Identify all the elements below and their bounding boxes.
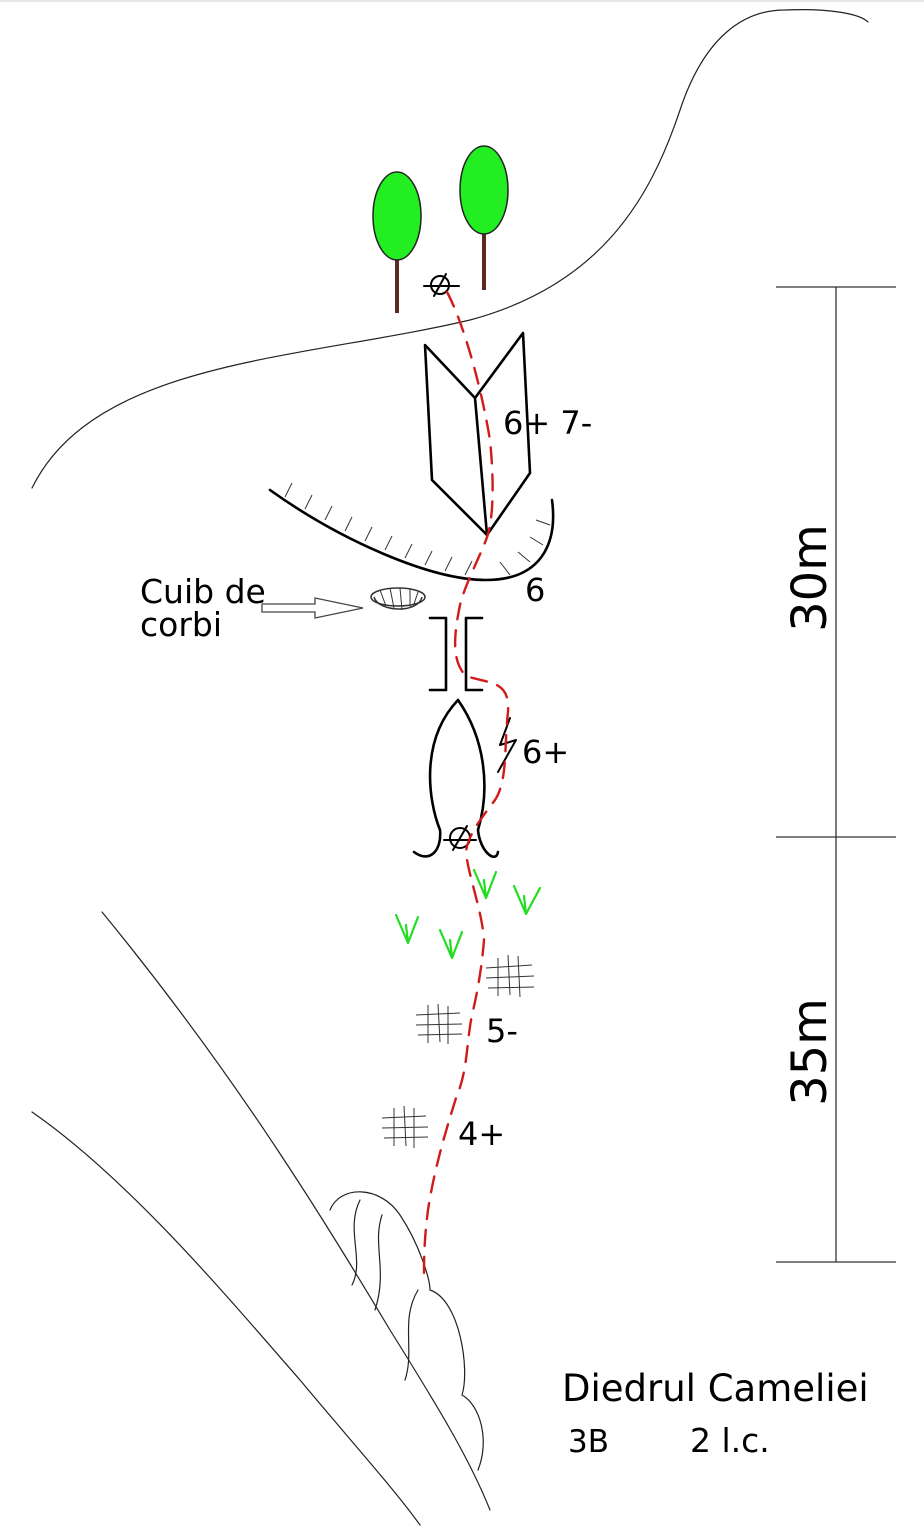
nest-label-line1: Cuib de xyxy=(140,572,266,611)
belay-anchor-icon xyxy=(423,273,460,297)
climbing-route xyxy=(422,290,510,1282)
broken-rock-icon xyxy=(415,1003,463,1044)
grade-label-slab-upper: 5- xyxy=(486,1012,518,1050)
piton-icon xyxy=(497,717,517,773)
roof-overhang xyxy=(268,482,555,582)
route-grade: 3B xyxy=(568,1424,609,1460)
scale-bar xyxy=(776,286,896,1263)
broken-rock-icon xyxy=(381,1105,429,1148)
grade-label-crack: 6+ xyxy=(522,733,569,771)
grade-label-overhang: 6 xyxy=(525,571,545,609)
nest-label-line2: corbi xyxy=(140,605,222,644)
grass-icon xyxy=(512,884,542,916)
route-title: Diedrul Cameliei xyxy=(562,1367,869,1410)
tree-icon xyxy=(459,145,509,290)
boulder xyxy=(329,1191,484,1471)
grass-icon xyxy=(438,928,464,960)
flake-outline xyxy=(412,698,500,859)
lower-ridge-inner xyxy=(31,1111,421,1526)
broken-rock-icon xyxy=(485,954,535,998)
grass-icon xyxy=(394,913,420,945)
nest-pointer-arrow xyxy=(261,597,364,619)
lower-ridge-outer xyxy=(101,911,491,1511)
grass-icon xyxy=(472,868,498,900)
chimney-bracket xyxy=(428,616,484,692)
bird-nest-icon xyxy=(370,587,426,611)
grade-label-dihedral: 6+ 7- xyxy=(503,404,592,442)
summit-ridge-line xyxy=(31,9,869,489)
scale-label-upper: 30m xyxy=(782,524,838,632)
grade-label-slab-lower: 4+ xyxy=(458,1115,505,1153)
dihedral-outline xyxy=(423,331,532,537)
route-pitches: 2 l.c. xyxy=(690,1421,770,1460)
tree-icon xyxy=(372,171,422,313)
scale-label-lower: 35m xyxy=(782,998,838,1106)
